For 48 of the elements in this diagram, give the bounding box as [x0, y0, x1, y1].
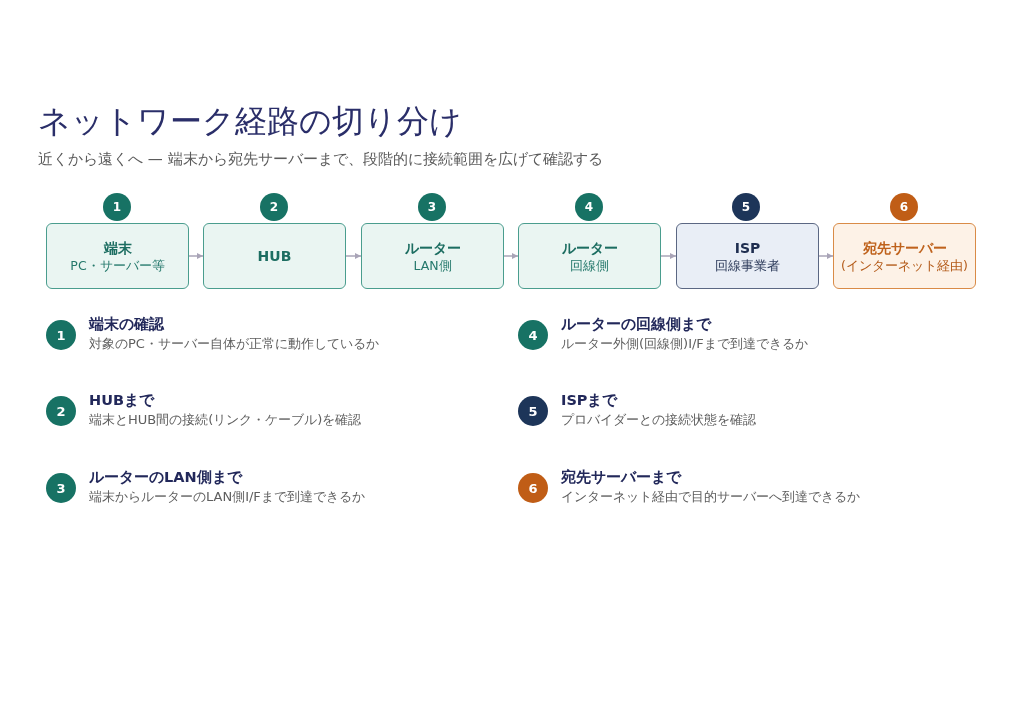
box-subtitle: (インターネット経由)	[841, 256, 968, 274]
process-box	[46, 223, 189, 289]
page-title: ネットワーク経路の切り分け	[38, 101, 462, 141]
item-heading: ルーターの回線側まで	[561, 315, 711, 334]
item-description: プロバイダーとの接続状態を確認	[561, 411, 756, 429]
number-badge: 6	[518, 473, 548, 503]
item-heading: HUBまで	[89, 391, 154, 410]
box-subtitle: 回線事業者	[715, 256, 780, 274]
box-title: 宛先サーバー	[862, 238, 947, 257]
item-heading: ISPまで	[561, 391, 618, 410]
box-title: ルーター	[561, 238, 618, 257]
number-badge: 5	[732, 193, 760, 221]
item-description: インターネット経由で目的サーバーへ到達できるか	[561, 488, 860, 506]
box-subtitle: 回線側	[570, 256, 609, 274]
box-title: HUB	[257, 247, 292, 265]
number-badge: 4	[575, 193, 603, 221]
number-badge: 2	[260, 193, 288, 221]
number-badge: 4	[518, 320, 548, 350]
box-title: ルーター	[404, 238, 461, 257]
item-heading: ルーターのLAN側まで	[89, 468, 242, 487]
number-badge: 6	[890, 193, 918, 221]
item-heading: 宛先サーバーまで	[561, 468, 681, 487]
arrow	[660, 253, 677, 259]
process-box	[203, 223, 346, 289]
number-badge: 2	[46, 396, 76, 426]
arrow	[503, 253, 519, 259]
box-subtitle: LAN側	[413, 256, 452, 274]
process-box	[676, 223, 819, 289]
box-title: 端末	[103, 238, 132, 257]
item-description: 対象のPC・サーバー自体が正常に動作しているか	[89, 335, 379, 353]
subtitle: 近くから遠くへ — 端末から宛先サーバーまで、段階的に接続範囲を広げて確認する	[38, 149, 603, 169]
process-box	[361, 223, 504, 289]
item-description: ルーター外側(回線側)I/Fまで到達できるか	[561, 335, 808, 353]
process-box	[518, 223, 661, 289]
number-badge: 1	[103, 193, 131, 221]
item-heading: 端末の確認	[89, 315, 164, 334]
number-badge: 3	[46, 473, 76, 503]
arrow	[188, 253, 204, 259]
box-subtitle: PC・サーバー等	[70, 256, 165, 274]
box-title: ISP	[734, 238, 761, 257]
arrow	[345, 253, 362, 259]
arrow	[818, 253, 834, 259]
item-description: 端末からルーターのLAN側I/Fまで到達できるか	[89, 488, 365, 506]
item-description: 端末とHUB間の接続(リンク・ケーブル)を確認	[89, 411, 362, 429]
process-box	[833, 223, 976, 289]
number-badge: 1	[46, 320, 76, 350]
number-badge: 3	[418, 193, 446, 221]
number-badge: 5	[518, 396, 548, 426]
